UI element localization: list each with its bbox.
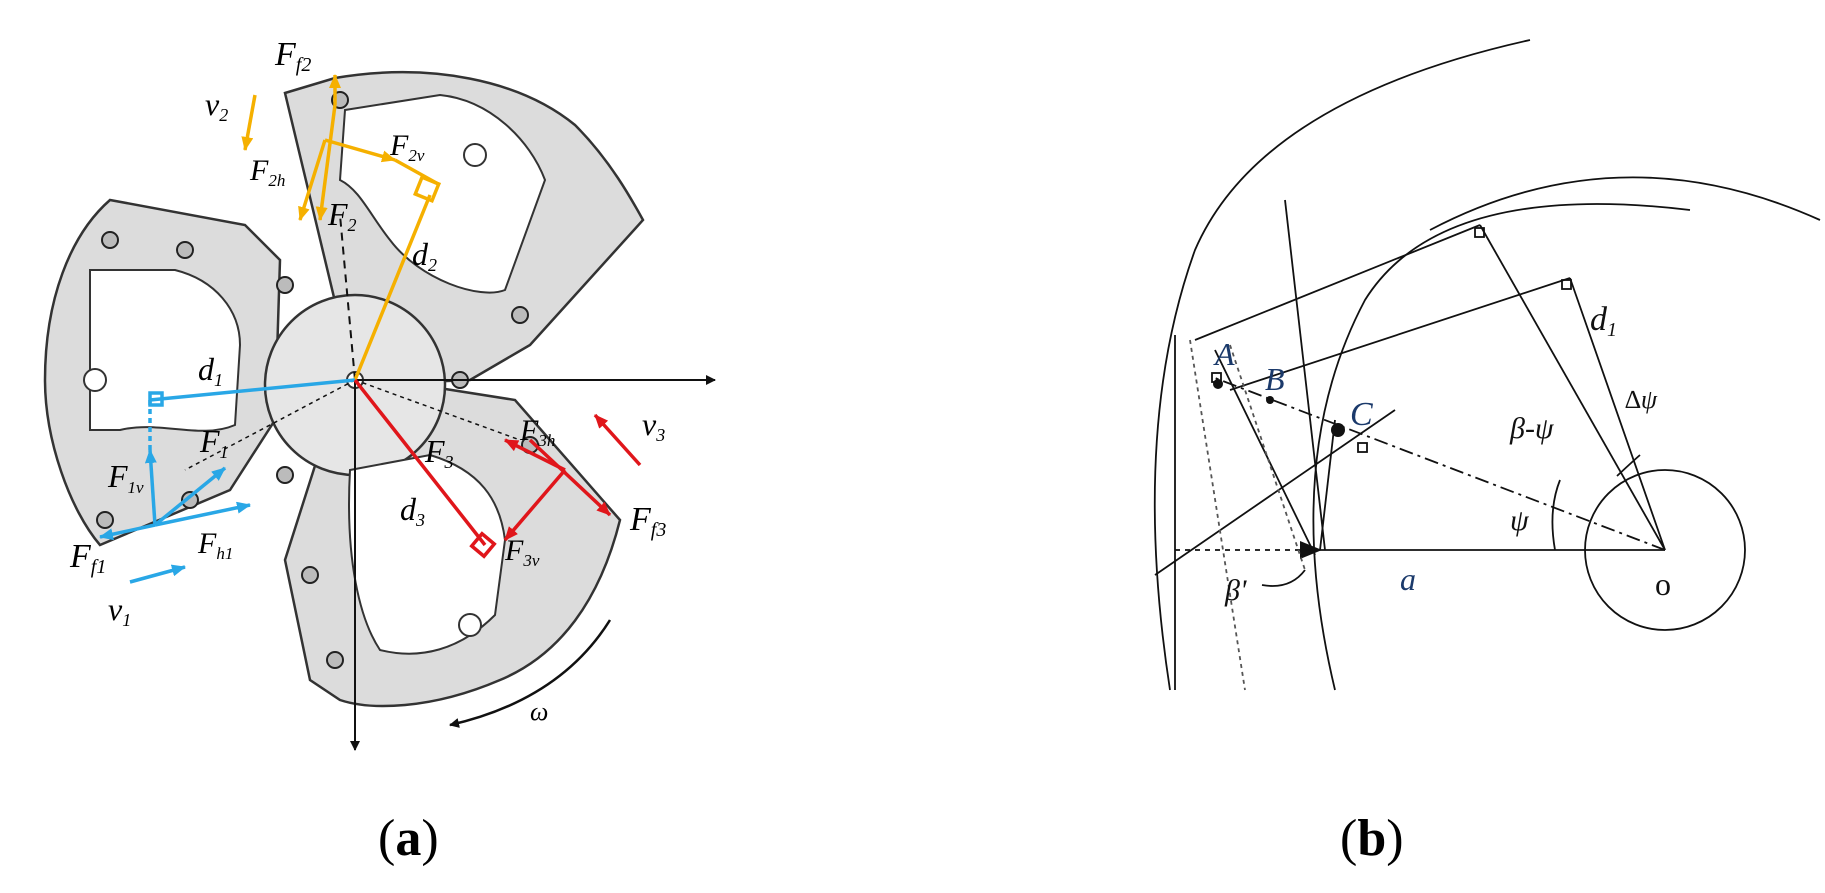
svg-text:v2: v2	[205, 86, 228, 125]
label-d3: d	[400, 491, 417, 527]
label-ff3-sub: f3	[651, 519, 667, 541]
label-v2: v	[205, 86, 220, 122]
label-f2: F	[327, 196, 348, 232]
geometry-labels: A B C d1 ∆ψ β-ψ ψ β' a o	[1213, 301, 1671, 607]
label-point-b: B	[1265, 361, 1285, 397]
svg-text:d1: d1	[1590, 301, 1617, 341]
label-f1: F	[199, 423, 220, 459]
svg-text:F3h: F3h	[519, 414, 555, 450]
label-f3-sub: 3	[444, 452, 454, 472]
svg-text:Ff3: Ff3	[629, 501, 666, 541]
label-f1h-sub: h1	[216, 544, 233, 563]
svg-text:F1: F1	[199, 423, 229, 462]
label-f1v-sub: 1v	[128, 478, 145, 497]
label-origin-o: o	[1655, 566, 1671, 602]
label-d2-sub: 2	[428, 255, 437, 275]
label-point-a: A	[1213, 336, 1235, 372]
point-c	[1331, 423, 1345, 437]
label-v1: v	[108, 591, 123, 627]
label-v2-sub: 2	[219, 105, 228, 125]
label-f2v: F	[389, 129, 409, 162]
svg-text:v1: v1	[108, 591, 131, 630]
label-point-c: C	[1350, 396, 1373, 433]
caption-b: (b)	[1340, 810, 1404, 867]
coordinate-axes	[184, 214, 716, 751]
svg-text:d3: d3	[400, 491, 425, 530]
label-f3v-sub: 3v	[522, 551, 540, 570]
label-f1v: F	[107, 458, 128, 494]
geometry-lines	[1153, 39, 1821, 691]
label-d2: d	[412, 236, 429, 272]
label-v3-sub: 3	[655, 425, 665, 445]
label-f2v-sub: 2v	[408, 146, 425, 165]
force-system-1	[99, 378, 356, 584]
label-f3h-sub: 3h	[537, 431, 555, 450]
svg-text:d1: d1	[198, 351, 223, 390]
label-ff3: F	[629, 501, 652, 538]
label-ff1: F	[69, 538, 92, 575]
label-d1-b-sub: 1	[1607, 319, 1617, 341]
label-beta-psi: β-ψ	[1509, 412, 1555, 445]
label-d1-sub: 1	[214, 370, 223, 390]
label-v1-sub: 1	[122, 610, 131, 630]
svg-text:Ff1: Ff1	[69, 538, 106, 578]
label-f3: F	[424, 433, 445, 469]
label-f3h: F	[519, 414, 539, 447]
gripper-plate	[43, 71, 645, 708]
label-f2-sub: 2	[348, 215, 357, 235]
label-ff1-sub: f1	[91, 556, 107, 578]
label-ff2-sub: f2	[296, 54, 312, 76]
svg-text:d2: d2	[412, 236, 437, 275]
label-f2h: F	[249, 154, 269, 187]
svg-text:F2h: F2h	[249, 154, 285, 190]
label-d1: d	[198, 351, 215, 387]
label-d3-sub: 3	[415, 510, 425, 530]
svg-text:F3: F3	[424, 433, 454, 472]
caption-a: (a)	[378, 810, 439, 867]
label-delta-psi: ∆ψ	[1625, 385, 1658, 414]
force-labels-a: Ff2 v2 F2h F2v F2 d2 d1 F1 F1v Ff1 Fh1 v…	[69, 36, 666, 726]
force-system-3	[353, 378, 642, 559]
label-psi: ψ	[1510, 504, 1530, 537]
svg-text:F3v: F3v	[504, 534, 540, 570]
point-b	[1266, 396, 1274, 404]
label-f3v: F	[504, 534, 524, 567]
svg-text:v3: v3	[642, 406, 665, 445]
label-v3: v	[642, 406, 657, 442]
label-ff2: F	[274, 36, 297, 73]
svg-text:Ff2: Ff2	[274, 36, 311, 76]
panel-b: A B C d1 ∆ψ β-ψ ψ β' a o (b)	[1153, 39, 1821, 867]
label-f2h-sub: 2h	[268, 171, 285, 190]
point-a	[1213, 379, 1223, 389]
label-f1h: F	[197, 527, 217, 560]
label-beta-prime: β'	[1224, 574, 1247, 607]
force-system-2	[241, 74, 441, 381]
label-a: a	[1400, 561, 1416, 597]
svg-text:F2v: F2v	[389, 129, 425, 165]
svg-text:F2: F2	[327, 196, 357, 235]
label-f1-sub: 1	[220, 442, 229, 462]
svg-text:F1v: F1v	[107, 458, 144, 497]
label-d1-b: d	[1590, 301, 1608, 338]
panel-a: Ff2 v2 F2h F2v F2 d2 d1 F1 F1v Ff1 Fh1 v…	[43, 36, 716, 867]
svg-text:Fh1: Fh1	[197, 527, 233, 563]
label-omega: ω	[530, 697, 548, 726]
